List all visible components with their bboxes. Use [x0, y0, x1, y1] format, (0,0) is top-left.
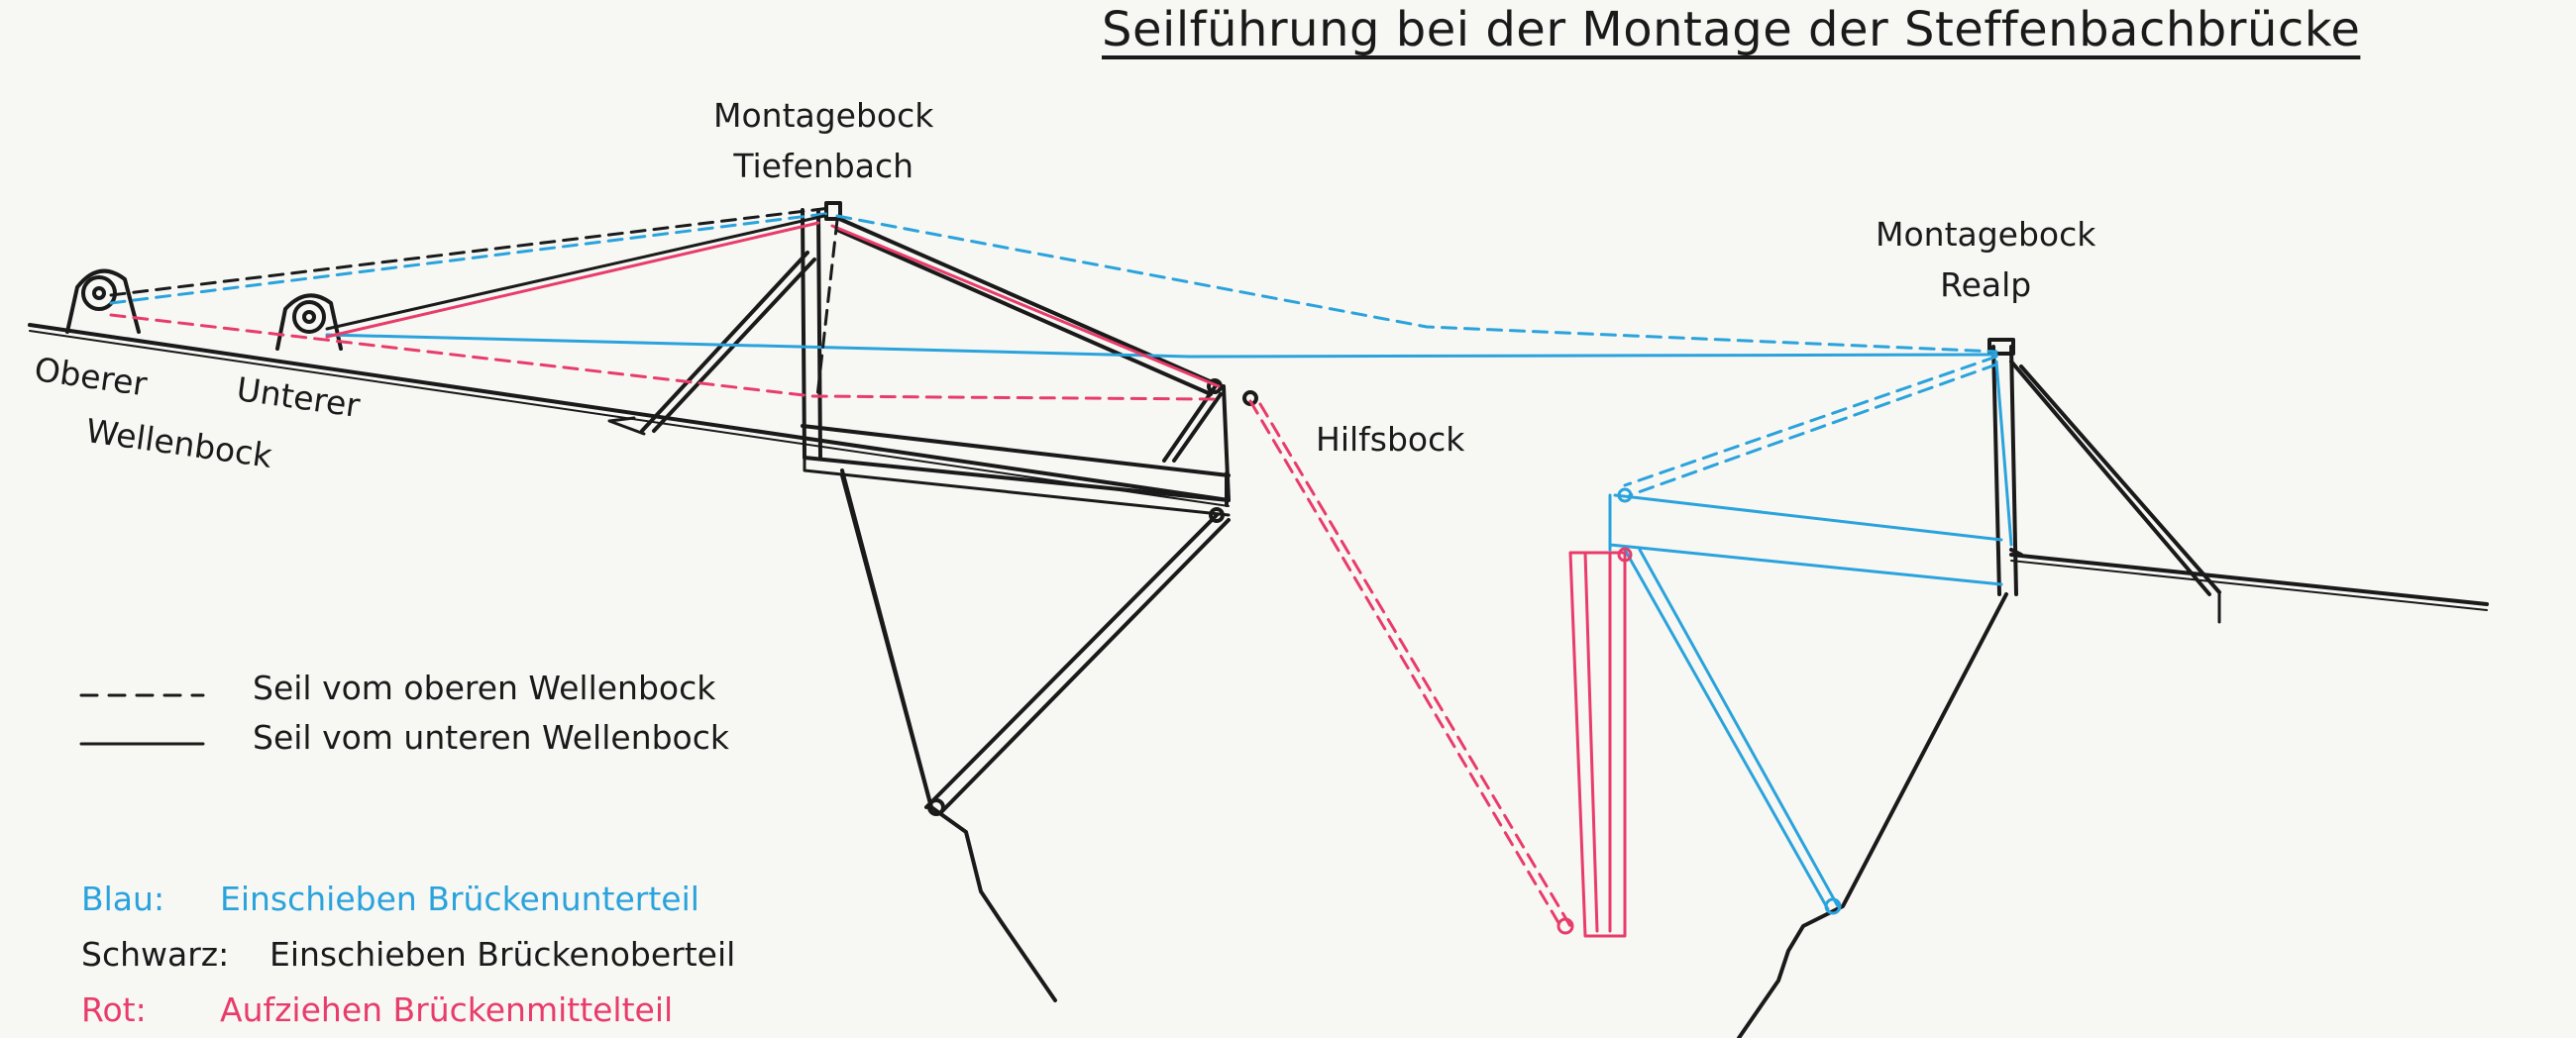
- montagebock-tiefenbach: [640, 201, 1258, 816]
- label-montagebock-realp: Montagebock Realp: [1876, 215, 2096, 305]
- winch-unterer: [275, 293, 343, 351]
- color-legend-key: Schwarz:: [81, 935, 230, 974]
- legend-dashed-text: Seil vom oberen Wellenbock: [253, 669, 716, 707]
- black-cables: [109, 206, 839, 398]
- color-legend-row: Blau: Einschieben Brückenunterteil: [81, 880, 699, 918]
- color-legend-text: Aufziehen Brückenmittelteil: [220, 990, 674, 1029]
- black-dashed-cable: [109, 206, 832, 297]
- blue-dashed-cable-oberer: [109, 211, 834, 305]
- terrain-right-slope-edge: [2010, 560, 2488, 611]
- red-dashed-cable: [109, 313, 1216, 401]
- label-montagebock-tiefenbach: Montagebock Tiefenbach: [713, 96, 934, 186]
- winch-oberer: [65, 268, 141, 334]
- color-legend-row: Schwarz: Einschieben Brückenoberteil: [81, 935, 735, 974]
- color-legend-text: Einschieben Brückenoberteil: [269, 935, 736, 974]
- diagram-title: Seilführung bei der Montage der Steffenb…: [1102, 2, 2361, 57]
- terrain-right-slope: [2009, 553, 2489, 606]
- blue-solid-cable: [325, 333, 1998, 359]
- red-cables: [109, 221, 1633, 938]
- blue-cables: [109, 211, 2013, 915]
- red-solid-cable: [325, 221, 820, 339]
- color-legend-key: Rot:: [81, 990, 147, 1029]
- black-solid-cable: [325, 214, 826, 331]
- terrain: [28, 323, 2489, 1038]
- color-legend-text: Einschieben Brückenunterteil: [220, 880, 699, 918]
- color-legend-key: Blau:: [81, 880, 165, 918]
- terrain-left-slope: [28, 323, 1231, 502]
- terrain-foot-left: [607, 416, 646, 436]
- label-hilfsbock: Hilfsbock: [1316, 420, 1465, 459]
- terrain-left-gorge: [840, 473, 1057, 1002]
- montagebock-realp: [1987, 338, 2221, 596]
- legend-solid-text: Seil vom unteren Wellenbock: [253, 718, 729, 757]
- terrain-right-gorge: [1737, 592, 2008, 1038]
- blue-dashed-cable-top: [835, 214, 1998, 354]
- color-legend-row: Rot: Aufziehen Brückenmittelteil: [81, 990, 673, 1029]
